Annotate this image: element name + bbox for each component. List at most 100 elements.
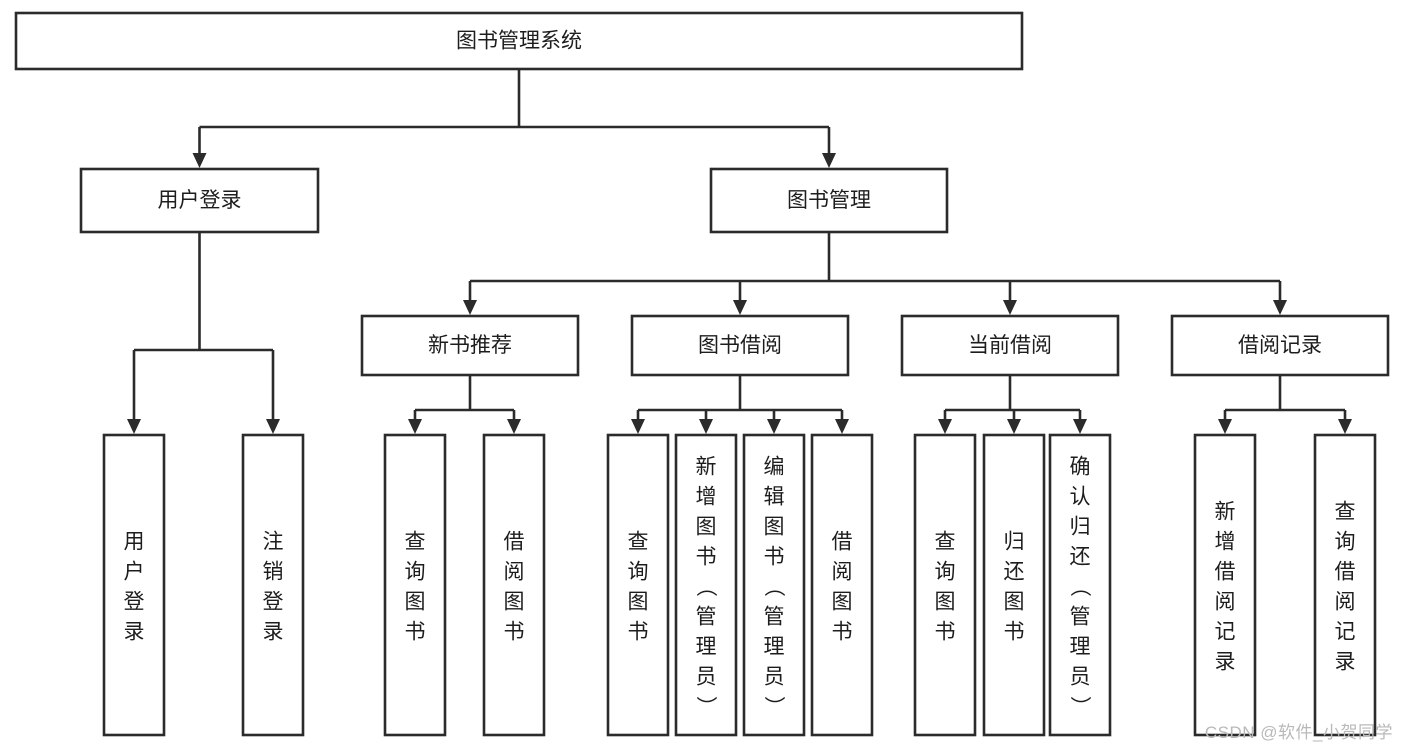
node-label-char: 管 [696,605,717,628]
node-book-borrow[interactable]: 图书借阅 [630,314,850,377]
node-label-char: 员 [1070,665,1091,688]
node-leaf-return-book[interactable]: 归还图书归还图书 [982,433,1046,737]
node-user-login[interactable]: 用户登录 [79,167,320,234]
node-label: 图书管理 [787,189,871,212]
arrow-head-icon [266,419,280,434]
node-box [674,433,738,737]
node-leaf-query-book-rec[interactable]: 查询图书查询图书 [383,433,447,737]
arrow-head-icon [408,419,422,434]
node-label-char: 阅 [504,560,525,583]
arrow-head-icon [835,419,849,434]
node-new-book-rec[interactable]: 新书推荐 [360,314,580,377]
node-label-char: 注 [263,530,284,553]
node-label-char: ） [1068,696,1091,717]
node-label-char: 书 [628,620,649,643]
arrow-head-icon [1007,419,1021,434]
node-box [241,433,305,737]
node-label-char: 理 [764,635,785,658]
node-label-char: 录 [124,620,145,643]
node-label-char: 书 [696,545,717,568]
node-label-char: 阅 [1335,590,1356,613]
node-label-char: 销 [263,560,284,583]
node-label-char: 借 [504,530,525,553]
arrow-head-icon [1003,300,1017,315]
node-box [982,433,1046,737]
arrow-head-icon [1218,419,1232,434]
node-label-char: 书 [405,620,426,643]
node-label-char: 询 [405,560,426,583]
node-label-char: 查 [405,530,426,553]
node-leaf-query-record[interactable]: 查询借阅记录查询借阅记录 [1313,433,1377,737]
node-label-char: （ [762,576,785,597]
node-box [1313,433,1377,737]
node-label-char: 新 [696,455,717,478]
arrow-head-icon [1073,419,1087,434]
node-label-char: 书 [504,620,525,643]
arrow-head-icon [1338,419,1352,434]
node-label-char: 书 [764,545,785,568]
node-label-char: 还 [1070,545,1091,568]
node-label-char: 图 [628,590,649,613]
node-label-char: 理 [696,635,717,658]
node-label-char: 新 [1215,500,1236,523]
watermark-text: CSDN @软件_小贺同学 [1204,723,1393,742]
node-label: 用户登录 [158,189,242,212]
node-label-char: 员 [696,665,717,688]
node-label-char: 登 [124,590,145,613]
node-label-char: 户 [124,560,145,583]
node-root[interactable]: 图书管理系统 [14,11,1024,71]
node-label-char: 归 [1070,515,1091,538]
node-label-char: 归 [1004,530,1025,553]
node-book-manage[interactable]: 图书管理 [709,167,949,234]
node-label-char: 录 [263,620,284,643]
node-label-char: 书 [832,620,853,643]
arrow-head-icon [733,300,747,315]
node-label-char: 增 [696,485,717,508]
node-leaf-add-record[interactable]: 新增借阅记录新增借阅记录 [1193,433,1257,737]
node-label: 图书管理系统 [456,30,582,53]
node-leaf-borrow-book-b[interactable]: 借阅图书借阅图书 [810,433,874,737]
node-leaf-borrow-book-rec[interactable]: 借阅图书借阅图书 [482,433,546,737]
node-box [482,433,546,737]
node-label-char: 查 [935,530,956,553]
node-leaf-user-login[interactable]: 用户登录用户登录 [102,433,166,737]
arrow-head-icon [127,419,141,434]
node-label-char: 书 [935,620,956,643]
node-label-char: 阅 [1215,590,1236,613]
edges-layer [127,69,1352,434]
arrow-head-icon [507,419,521,434]
node-box [383,433,447,737]
node-label-char: 记 [1215,620,1236,643]
node-label-char: （ [694,576,717,597]
node-box [360,314,580,377]
node-box [709,167,949,234]
node-box [1170,314,1390,377]
arrow-head-icon [1273,300,1287,315]
node-box [1193,433,1257,737]
node-label-char: 图 [935,590,956,613]
node-current-borrow[interactable]: 当前借阅 [900,314,1120,377]
node-leaf-query-book-b[interactable]: 查询图书查询图书 [606,433,670,737]
node-box [79,167,320,234]
node-label-char: 借 [1215,560,1236,583]
node-label-char: 理 [1070,635,1091,658]
node-borrow-record[interactable]: 借阅记录 [1170,314,1390,377]
node-label: 图书借阅 [698,334,782,357]
node-label-char: 确 [1070,455,1091,478]
node-label-char: 管 [1070,605,1091,628]
node-label-char: 还 [1004,560,1025,583]
node-label-char: 图 [405,590,426,613]
node-label-char: 增 [1215,530,1236,553]
node-label-char: 用 [124,530,145,553]
node-leaf-query-book-c[interactable]: 查询图书查询图书 [913,433,977,737]
node-label: 当前借阅 [968,334,1052,357]
node-label-char: 图 [1004,590,1025,613]
node-leaf-logout[interactable]: 注销登录注销登录 [241,433,305,737]
node-label-char: 录 [1215,650,1236,673]
node-label-char: 登 [263,590,284,613]
node-label-char: 图 [696,515,717,538]
